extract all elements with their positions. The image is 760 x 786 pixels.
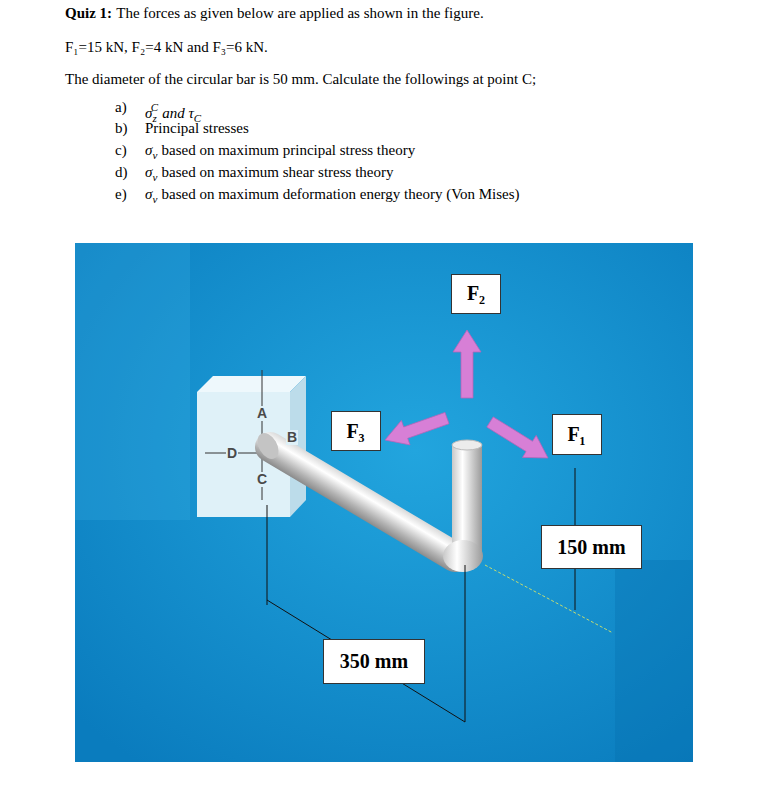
question-text: The forces as given below are applied as… — [116, 5, 483, 21]
question-text: c) — [115, 142, 127, 158]
circular-bar — [253, 429, 283, 462]
dimension-line — [267, 505, 268, 605]
question-text: based on maximum shear stress theory — [161, 164, 393, 180]
question-text: v — [152, 171, 157, 183]
wall-block — [197, 392, 290, 517]
question-text: e) — [115, 186, 127, 202]
pipe-top — [452, 440, 482, 450]
force-arrow — [385, 412, 449, 445]
box-text: F₂ — [467, 282, 485, 305]
circular-bar — [270, 447, 455, 557]
question-text: v — [152, 193, 157, 205]
question-text: C — [151, 101, 158, 113]
force-arrow — [453, 330, 481, 398]
question-text: σ — [145, 164, 152, 180]
text-line: The diameter of the circular bar is 50 m… — [65, 70, 536, 88]
box-text: 350 mm — [340, 650, 408, 673]
text-line: F₁=15 kN, F₂=4 kN and F₃=6 kN. — [65, 38, 268, 56]
point-label: A — [256, 406, 268, 421]
question-text: b) — [115, 120, 128, 136]
question-text: a) — [115, 99, 127, 115]
reference-line — [485, 565, 613, 633]
dimension-line — [465, 565, 466, 722]
question-text: Principal stresses — [145, 120, 249, 136]
point-label: D — [226, 446, 238, 461]
box-text: 150 mm — [557, 536, 625, 559]
question-text: Quiz 1: — [65, 5, 112, 21]
pipe-elbow — [443, 540, 483, 572]
force-label: F₃ — [331, 411, 381, 451]
dimension-label: 350 mm — [323, 639, 425, 684]
text-line: σv based on maximum shear stress theory — [145, 163, 394, 186]
question-text: based on maximum deformation energy theo… — [161, 186, 519, 202]
dimension-line — [267, 600, 465, 722]
question-text: σ — [145, 186, 152, 202]
text-line: σv based on maximum deformation energy th… — [145, 185, 520, 208]
text-line: Quiz 1:The forces as given below are app… — [65, 4, 484, 22]
force-arrow — [487, 417, 548, 458]
question-text: v — [152, 149, 157, 161]
point-label: B — [286, 430, 298, 445]
text-line: e) — [115, 185, 127, 203]
background-panel — [75, 243, 693, 762]
force-label: F₁ — [552, 414, 602, 455]
text-line: c) — [115, 141, 127, 159]
question-text: based on maximum principal stress theory — [161, 142, 415, 158]
background-panel — [615, 560, 693, 762]
wall-block — [197, 376, 306, 392]
box-text: F₁ — [567, 423, 585, 446]
question-text: σ — [145, 142, 152, 158]
question-text: The diameter of the circular bar is 50 m… — [65, 71, 536, 87]
text-line: σv based on maximum principal stress theo… — [145, 141, 415, 164]
question-text: and τ — [162, 105, 194, 121]
box-text: F₃ — [346, 420, 364, 443]
dimension-label: 150 mm — [541, 525, 642, 569]
background-panel — [75, 243, 190, 520]
text-line: a) — [115, 98, 127, 116]
question-text: d) — [115, 164, 128, 180]
text-line: b) — [115, 119, 128, 137]
question-text: F₁=15 kN, F₂=4 kN and F₃=6 kN. — [65, 39, 268, 55]
force-label: F₂ — [451, 274, 501, 314]
text-line: d) — [115, 163, 128, 181]
text-line: Principal stresses — [145, 119, 249, 137]
point-label: C — [256, 472, 268, 487]
